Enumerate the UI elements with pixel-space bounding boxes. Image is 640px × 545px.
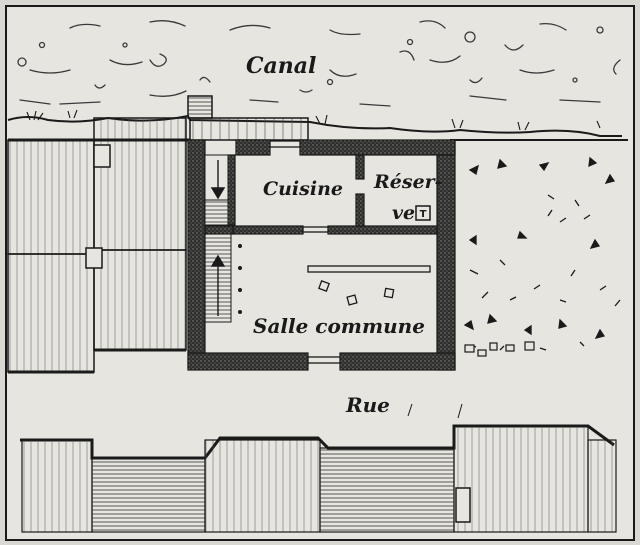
canal-bank (7, 114, 622, 137)
common-room-furniture (307, 265, 431, 306)
storage-chest-icon: T (415, 205, 431, 221)
street-label: Rue (346, 393, 390, 417)
storage-label-line1: Réser- (374, 171, 443, 193)
stair-up-arrow-icon (210, 254, 226, 267)
house-doors (269, 140, 341, 364)
house-floor (205, 155, 437, 353)
storage-label: Réser- ve (374, 167, 443, 229)
long-table (307, 265, 431, 273)
staircase (204, 154, 242, 323)
garden-stones (464, 341, 535, 357)
canal-label: Canal (246, 53, 317, 79)
stair-down-arrow-icon (210, 187, 226, 200)
kitchen-label: Cuisine (263, 178, 343, 200)
canal-dock (189, 117, 309, 141)
canal-water (17, 20, 621, 107)
storage-label-line2: ve (392, 202, 416, 224)
svg-text:T: T (420, 209, 427, 220)
canal-steps (187, 95, 213, 119)
house-walls (187, 139, 456, 371)
left-neighbour-buildings (7, 117, 190, 374)
bank-grass (26, 109, 601, 131)
common-room-label: Salle commune (253, 314, 425, 338)
street-buildings (20, 403, 617, 533)
